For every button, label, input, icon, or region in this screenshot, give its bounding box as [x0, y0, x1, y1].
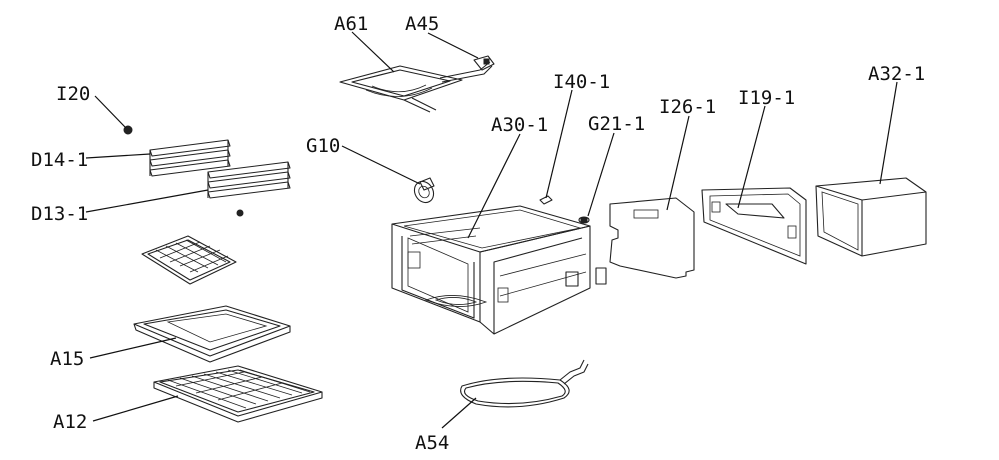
label-a45: A45 — [405, 13, 439, 35]
label-a32-1: A32-1 — [868, 63, 925, 85]
label-i20: I20 — [56, 83, 90, 105]
part-a32-1-outer-casing — [815, 177, 927, 257]
part-a12-grill-rack — [153, 365, 323, 423]
part-a61-grill-element — [339, 61, 493, 113]
part-screw — [236, 209, 244, 217]
part-g21-1-fuse — [578, 216, 590, 224]
part-g10-lamp — [413, 177, 435, 204]
label-a12: A12 — [53, 411, 87, 433]
label-a61: A61 — [334, 13, 368, 35]
label-g21-1: G21-1 — [588, 113, 645, 135]
label-a15: A15 — [50, 348, 84, 370]
label-a54: A54 — [415, 432, 449, 454]
part-a30-1-oven-cavity — [391, 205, 607, 335]
part-labels: A61 A45 I20 I40-1 A32-1 I19-1 G21-1 I26-… — [31, 13, 925, 454]
part-a54-heating-element — [460, 359, 589, 408]
part-i40-1-clip — [539, 195, 553, 205]
part-wire-rack — [141, 235, 237, 285]
part-d13-1-side-rack — [207, 161, 291, 199]
label-a30-1: A30-1 — [491, 114, 548, 136]
part-a15-baking-tray — [133, 305, 291, 363]
leader-lines — [85, 31, 898, 429]
label-i19-1: I19-1 — [738, 87, 795, 109]
label-i26-1: I26-1 — [659, 96, 716, 118]
label-d13-1: D13-1 — [31, 203, 88, 225]
label-g10: G10 — [306, 135, 340, 157]
part-a45-bracket — [473, 55, 495, 71]
label-d14-1: D14-1 — [31, 149, 88, 171]
part-i19-1-control-plate — [701, 187, 807, 265]
part-i26-1-panel — [609, 197, 695, 279]
label-i40-1: I40-1 — [553, 71, 610, 93]
